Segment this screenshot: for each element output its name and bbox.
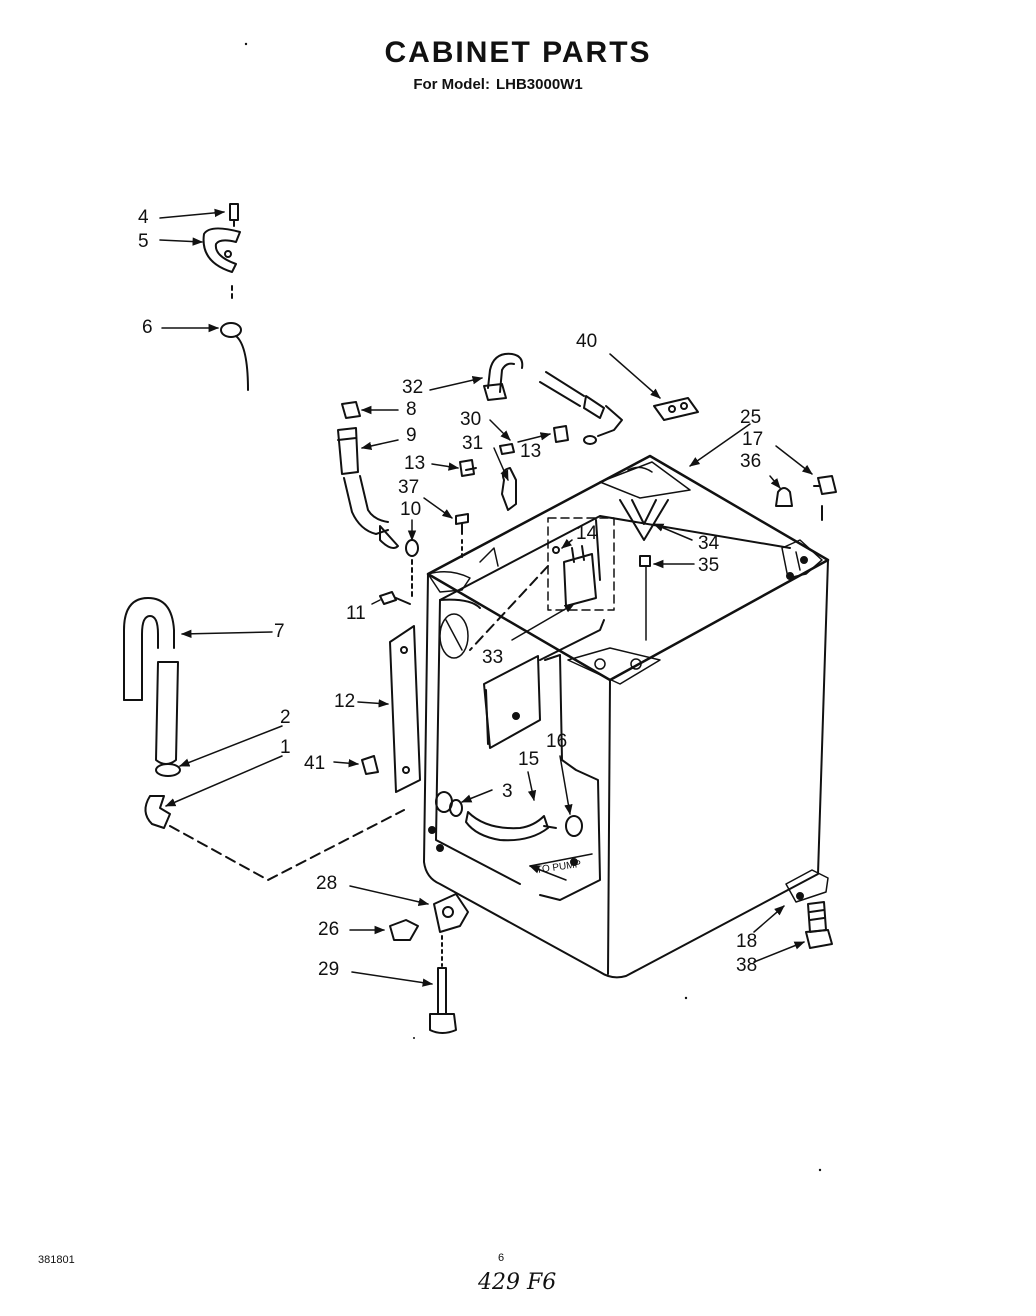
- part-29-leveling-foot: [429, 967, 457, 1034]
- callout-18: 18: [736, 931, 758, 952]
- callout-8: 8: [406, 399, 417, 420]
- callout-29: 29: [318, 959, 340, 980]
- callout-35: 35: [698, 555, 720, 576]
- page-number: 6: [498, 1252, 505, 1264]
- callout-33: 33: [482, 647, 504, 668]
- callout-14: 14: [576, 523, 598, 544]
- part-3-gasket: [435, 791, 463, 817]
- callout-41: 41: [304, 753, 326, 774]
- callout-6: 6: [142, 317, 153, 338]
- callout-17: 17: [742, 429, 764, 450]
- page-title: CABINET PARTS: [384, 36, 652, 69]
- part-13b-screw: [553, 425, 569, 443]
- part-4-screw: [229, 203, 239, 227]
- part-13a-screw: [459, 459, 475, 477]
- callout-3: 3: [502, 781, 513, 802]
- part-16-clamp: [565, 815, 583, 837]
- part-30-clip: [499, 443, 515, 455]
- part-35-pad: [639, 555, 651, 567]
- part-10-washer: [405, 539, 419, 557]
- callout-10: 10: [400, 499, 422, 520]
- part-18-bolt: [807, 901, 827, 933]
- callout-11: 11: [346, 603, 366, 624]
- callout-34: 34: [698, 533, 720, 554]
- part-6-ring: [220, 322, 249, 391]
- part-15-hose: [465, 811, 549, 842]
- model-label: For Model:: [413, 76, 490, 93]
- handwritten-note: 429 F6: [478, 1270, 557, 1295]
- cabinet-body: [423, 454, 830, 979]
- callout-26: 26: [318, 919, 340, 940]
- part-41-screw: [361, 755, 379, 775]
- callout-9: 9: [406, 425, 417, 446]
- part-14-switch: [547, 517, 615, 611]
- callout-31: 31: [462, 433, 484, 454]
- document-code: 381801: [38, 1254, 75, 1266]
- leader-lines: [159, 208, 813, 987]
- part-17-clip: [813, 475, 837, 495]
- part-7-hose: [123, 597, 179, 765]
- callout-4: 4: [138, 207, 149, 228]
- callout-28: 28: [316, 873, 338, 894]
- scan-specks: [244, 42, 822, 1172]
- callout-13b: 13: [520, 441, 542, 462]
- part-26-clip: [389, 919, 419, 941]
- callout-5: 5: [138, 231, 149, 252]
- model-number: LHB3000W1: [495, 76, 583, 93]
- callout-1: 1: [280, 737, 291, 758]
- model-subtitle: For Model: LHB3000W1: [0, 76, 990, 93]
- part-34-brace: [619, 499, 669, 541]
- callout-15: 15: [518, 749, 540, 770]
- part-9-fitting: [337, 427, 359, 475]
- part-38-nut: [805, 929, 833, 949]
- part-5-clamp: [202, 227, 241, 273]
- callout-25: 25: [740, 407, 762, 428]
- part-36-bumper: [775, 487, 793, 507]
- part-32-hose: [483, 352, 524, 401]
- part-37-screw: [455, 513, 469, 535]
- callout-37: 37: [398, 477, 420, 498]
- callout-16: 16: [546, 731, 568, 752]
- part-40-bracket: [653, 397, 699, 421]
- callout-12: 12: [334, 691, 356, 712]
- callout-30: 30: [460, 409, 482, 430]
- part-8-cap: [341, 401, 361, 419]
- callout-36: 36: [740, 451, 762, 472]
- part-12-panel: [389, 625, 421, 793]
- part-1-elbow: [144, 795, 171, 829]
- callout-38: 38: [736, 955, 758, 976]
- part-11-screw: [379, 591, 411, 605]
- part-28-foot-bracket: [433, 893, 469, 933]
- callout-2: 2: [280, 707, 291, 728]
- part-2-clamp: [155, 763, 181, 777]
- callout-32: 32: [402, 377, 424, 398]
- callout-7: 7: [274, 621, 285, 642]
- callout-13a: 13: [404, 453, 426, 474]
- callout-40: 40: [576, 331, 598, 352]
- part-31-bracket: [501, 467, 517, 511]
